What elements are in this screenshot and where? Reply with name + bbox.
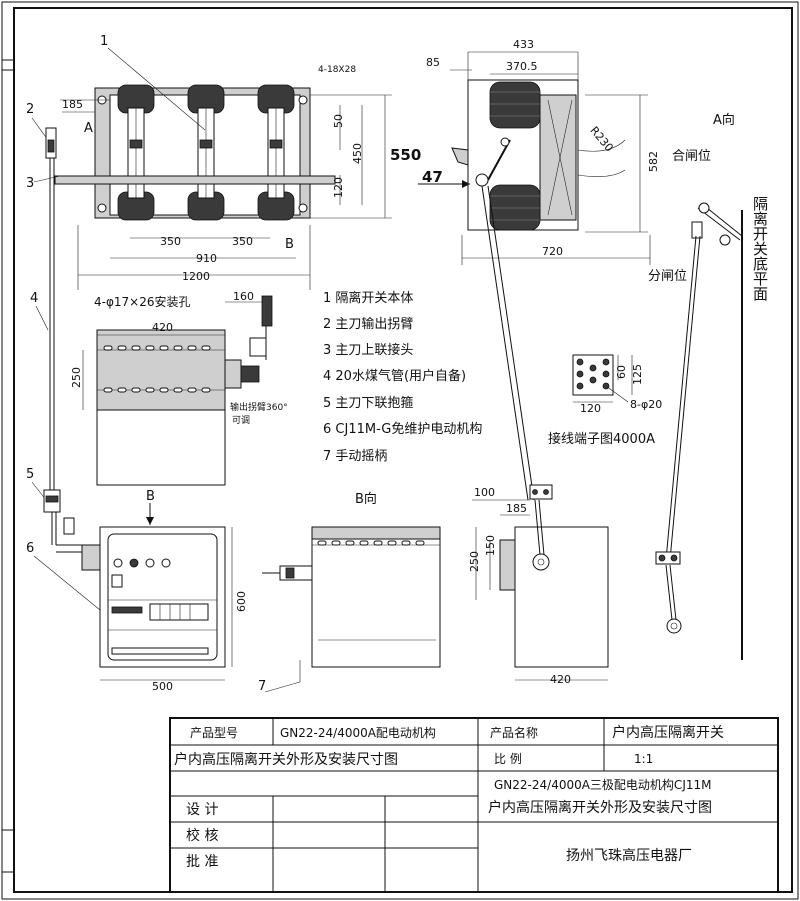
legend-item-7: 7 手动摇柄: [323, 449, 387, 464]
lower-dim-250: 250: [468, 551, 481, 572]
dim-500: 500: [152, 680, 173, 693]
b-view: [262, 526, 441, 668]
mech-b-arrow: B: [146, 489, 155, 504]
terminal-holes: 8-φ20: [630, 398, 662, 411]
mechanism-front-view: [81, 503, 233, 681]
tb-name-label: 产品名称: [490, 725, 538, 740]
tb-name-value: 户内高压隔离开关: [612, 724, 724, 741]
lower-dim-150: 150: [484, 535, 497, 556]
dim-420-top: 420: [152, 321, 173, 334]
mechanism-top-view: [82, 295, 273, 486]
title-block: [169, 717, 779, 893]
dim-350-right: 350: [232, 235, 253, 248]
tb-drawing-title: 户内高压隔离开关外形及安装尺寸图: [174, 751, 398, 768]
tb-check: 校 核: [186, 827, 218, 844]
label-open-position: 分闸位: [648, 269, 687, 284]
dim-47: 47: [422, 168, 443, 186]
dim-600: 600: [235, 591, 248, 612]
dim-450: 450: [351, 143, 364, 164]
label-bottom-plane: 隔离开关底平面: [751, 196, 769, 301]
dim-433: 433: [513, 38, 534, 51]
dim-50: 50: [332, 114, 345, 128]
lower-dim-100: 100: [474, 486, 495, 499]
callout-5: 5: [26, 467, 34, 482]
arrow-b-label-top: B: [285, 237, 294, 252]
mount-slots: [103, 345, 211, 393]
terminal-dim-120: 120: [580, 402, 601, 415]
tb-model-value: GN22-24/4000A配电动机构: [280, 725, 436, 740]
b-view-title: B向: [355, 491, 377, 507]
legend-item-3: 3 主刀上联接头: [323, 342, 413, 358]
tb-scale-value: 1:1: [634, 752, 653, 766]
tb-approve: 批 准: [186, 854, 218, 870]
linkage-a-view: [655, 202, 743, 634]
parts-legend: 1 隔离开关本体 2 主刀输出拐臂 3 主刀上联接头 4 20水煤气管(用户自备…: [323, 290, 482, 464]
terminal-dim-60: 60: [615, 365, 628, 379]
legend-item-1: 1 隔离开关本体: [323, 290, 413, 306]
lower-dim-185: 185: [506, 502, 527, 515]
arm-note: 输出拐臂360°: [230, 401, 288, 413]
terminal-diagram: [572, 354, 633, 403]
lower-dim-420: 420: [550, 673, 571, 686]
callout-3: 3: [26, 176, 34, 191]
dim-250-top: 250: [70, 367, 83, 388]
dim-r230: R230: [587, 124, 615, 154]
legend-item-4: 4 20水煤气管(用户自备): [323, 368, 466, 384]
dim-1200: 1200: [182, 270, 210, 283]
tb-company: 扬州飞珠高压电器厂: [566, 847, 692, 864]
label-closed-position: 合闸位: [672, 149, 711, 164]
hole-note-front: 4-18X28: [318, 65, 356, 75]
mech-hole-note: 4-φ17×26安装孔: [94, 294, 190, 309]
terminal-dim-125: 125: [631, 364, 644, 385]
dim-550: 550: [390, 146, 421, 164]
dim-720: 720: [542, 245, 563, 258]
callout-7: 7: [258, 679, 266, 694]
callout-2: 2: [26, 102, 34, 117]
tb-desc-line2: 户内高压隔离开关外形及安装尺寸图: [488, 799, 712, 816]
legend-item-2: 2 主刀输出拐臂: [323, 316, 413, 332]
callout-6: 6: [26, 541, 34, 556]
callout-1: 1: [100, 34, 108, 49]
arrow-a-label: A: [84, 121, 93, 136]
front-view: [54, 84, 392, 290]
operating-pipe: [43, 127, 100, 553]
dim-582: 582: [647, 151, 660, 172]
dim-370-5: 370.5: [506, 60, 538, 73]
tb-desc-line1: GN22-24/4000A三极配电动机构CJ11M: [494, 777, 711, 792]
dim-910: 910: [196, 252, 217, 265]
lower-side-view: [472, 484, 609, 681]
side-view: [418, 51, 651, 501]
legend-item-6: 6 CJ11M-G免维护电动机构: [323, 422, 482, 437]
tb-design: 设 计: [186, 802, 218, 818]
dim-160: 160: [233, 290, 254, 303]
tb-model-label: 产品型号: [190, 726, 238, 740]
legend-item-5: 5 主刀下联抱箍: [323, 395, 413, 411]
tb-scale-label: 比 例: [494, 752, 522, 766]
callout-4: 4: [30, 291, 38, 306]
dim-185: 185: [62, 98, 83, 111]
terminal-caption: 接线端子图4000A: [548, 431, 655, 447]
dim-350-left: 350: [160, 235, 181, 248]
arm-note-2: 可调: [232, 415, 250, 426]
label-a-view: A向: [713, 112, 735, 128]
dim-120: 120: [332, 177, 345, 198]
dim-85: 85: [426, 56, 440, 69]
